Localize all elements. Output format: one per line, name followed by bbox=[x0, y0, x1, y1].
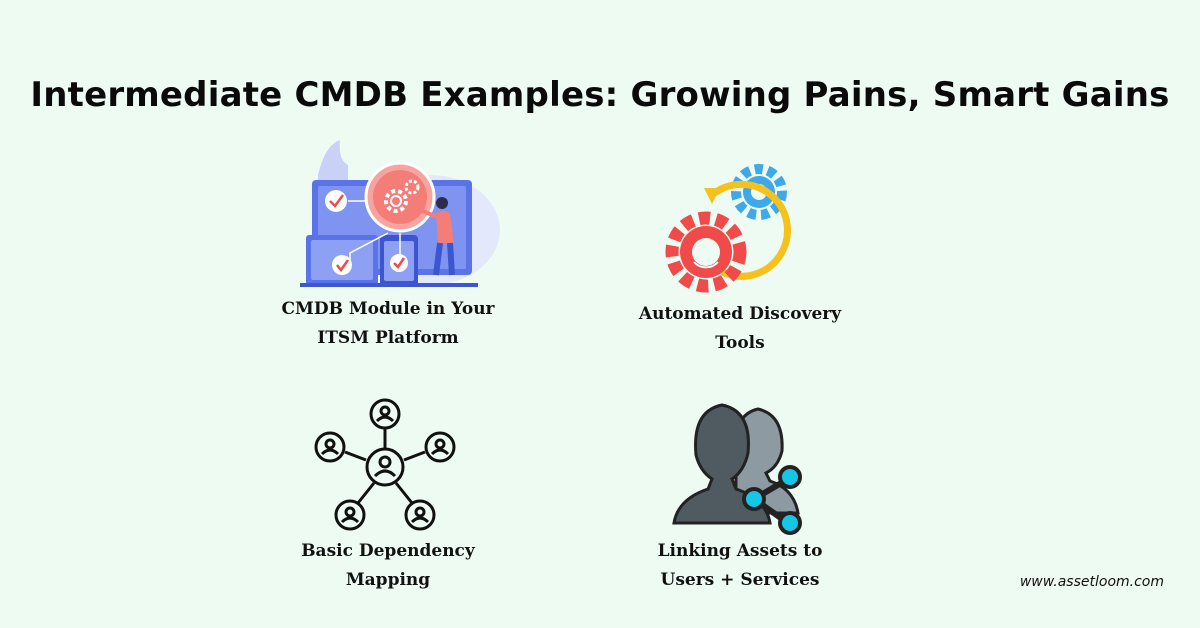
card-caption: Automated Discovery Tools bbox=[600, 300, 880, 358]
user-silhouette-icon bbox=[733, 407, 800, 515]
card-linking-assets: Linking Assets to Users + Services bbox=[600, 395, 880, 595]
caption-line: Mapping bbox=[345, 570, 431, 590]
user-node-icon bbox=[314, 431, 346, 463]
caption-line: ITSM Platform bbox=[317, 328, 459, 348]
footer-url[interactable]: www.assetloom.com bbox=[1019, 574, 1164, 590]
gear-icon bbox=[731, 164, 787, 220]
user-node-icon bbox=[404, 499, 436, 531]
user-node-icon bbox=[369, 398, 401, 430]
network-people-icon bbox=[314, 398, 456, 531]
users-share-icon bbox=[672, 403, 802, 535]
check-badge-icon bbox=[325, 190, 347, 212]
gear-icon bbox=[384, 179, 420, 213]
user-node-icon bbox=[334, 499, 366, 531]
user-node-icon bbox=[424, 431, 456, 463]
card-caption: CMDB Module in Your ITSM Platform bbox=[248, 295, 528, 353]
gears-cycle-icon bbox=[665, 164, 791, 293]
caption-line: CMDB Module in Your bbox=[281, 299, 495, 319]
caption-line: Tools bbox=[715, 333, 765, 353]
caption-line: Users + Services bbox=[660, 570, 820, 590]
user-node-icon bbox=[365, 447, 405, 487]
card-cmdb-module: CMDB Module in Your ITSM Platform bbox=[248, 135, 528, 355]
page-title: Intermediate CMDB Examples: Growing Pain… bbox=[30, 74, 1170, 115]
caption-line: Linking Assets to bbox=[657, 541, 823, 561]
card-caption: Basic Dependency Mapping bbox=[248, 537, 528, 595]
caption-line: Automated Discovery bbox=[638, 304, 842, 324]
check-badge-icon bbox=[390, 254, 408, 272]
card-caption: Linking Assets to Users + Services bbox=[600, 537, 880, 595]
card-automated-discovery: Automated Discovery Tools bbox=[600, 160, 880, 360]
check-badge-icon bbox=[332, 255, 352, 275]
cmdb-module-illustration bbox=[300, 140, 500, 287]
share-icon bbox=[742, 465, 802, 535]
card-dependency-mapping: Basic Dependency Mapping bbox=[248, 395, 528, 595]
gear-icon bbox=[665, 211, 747, 293]
person-figure bbox=[421, 197, 455, 276]
caption-line: Basic Dependency bbox=[301, 541, 475, 561]
